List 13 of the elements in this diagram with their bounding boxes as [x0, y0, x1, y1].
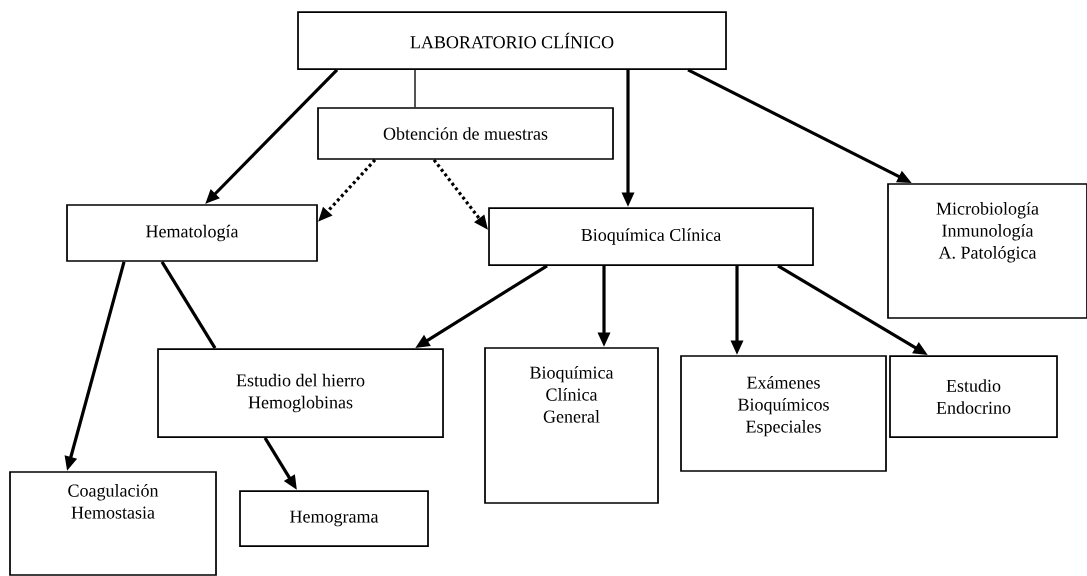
box: LABORATORIO CLÍNICO: [297, 11, 727, 70]
box: Hematología: [66, 204, 318, 262]
box: Coagulación Hemostasia: [9, 471, 217, 576]
box: Hemograma: [239, 490, 429, 547]
box: Bioquímica Clínica General: [484, 347, 659, 504]
box: Obtención de muestras: [317, 107, 614, 160]
box: Microbiología Inmunología A. Patológica: [887, 183, 1087, 319]
connector-line: [160, 261, 217, 349]
box: Estudio Endocrino: [889, 355, 1058, 438]
connector-line: [414, 69, 416, 108]
box: Estudio del hierro Hemoglobinas: [157, 348, 444, 438]
box: Bioquímica Clínica: [488, 207, 814, 266]
box: Exámenes Bioquímicos Especiales: [680, 355, 887, 472]
